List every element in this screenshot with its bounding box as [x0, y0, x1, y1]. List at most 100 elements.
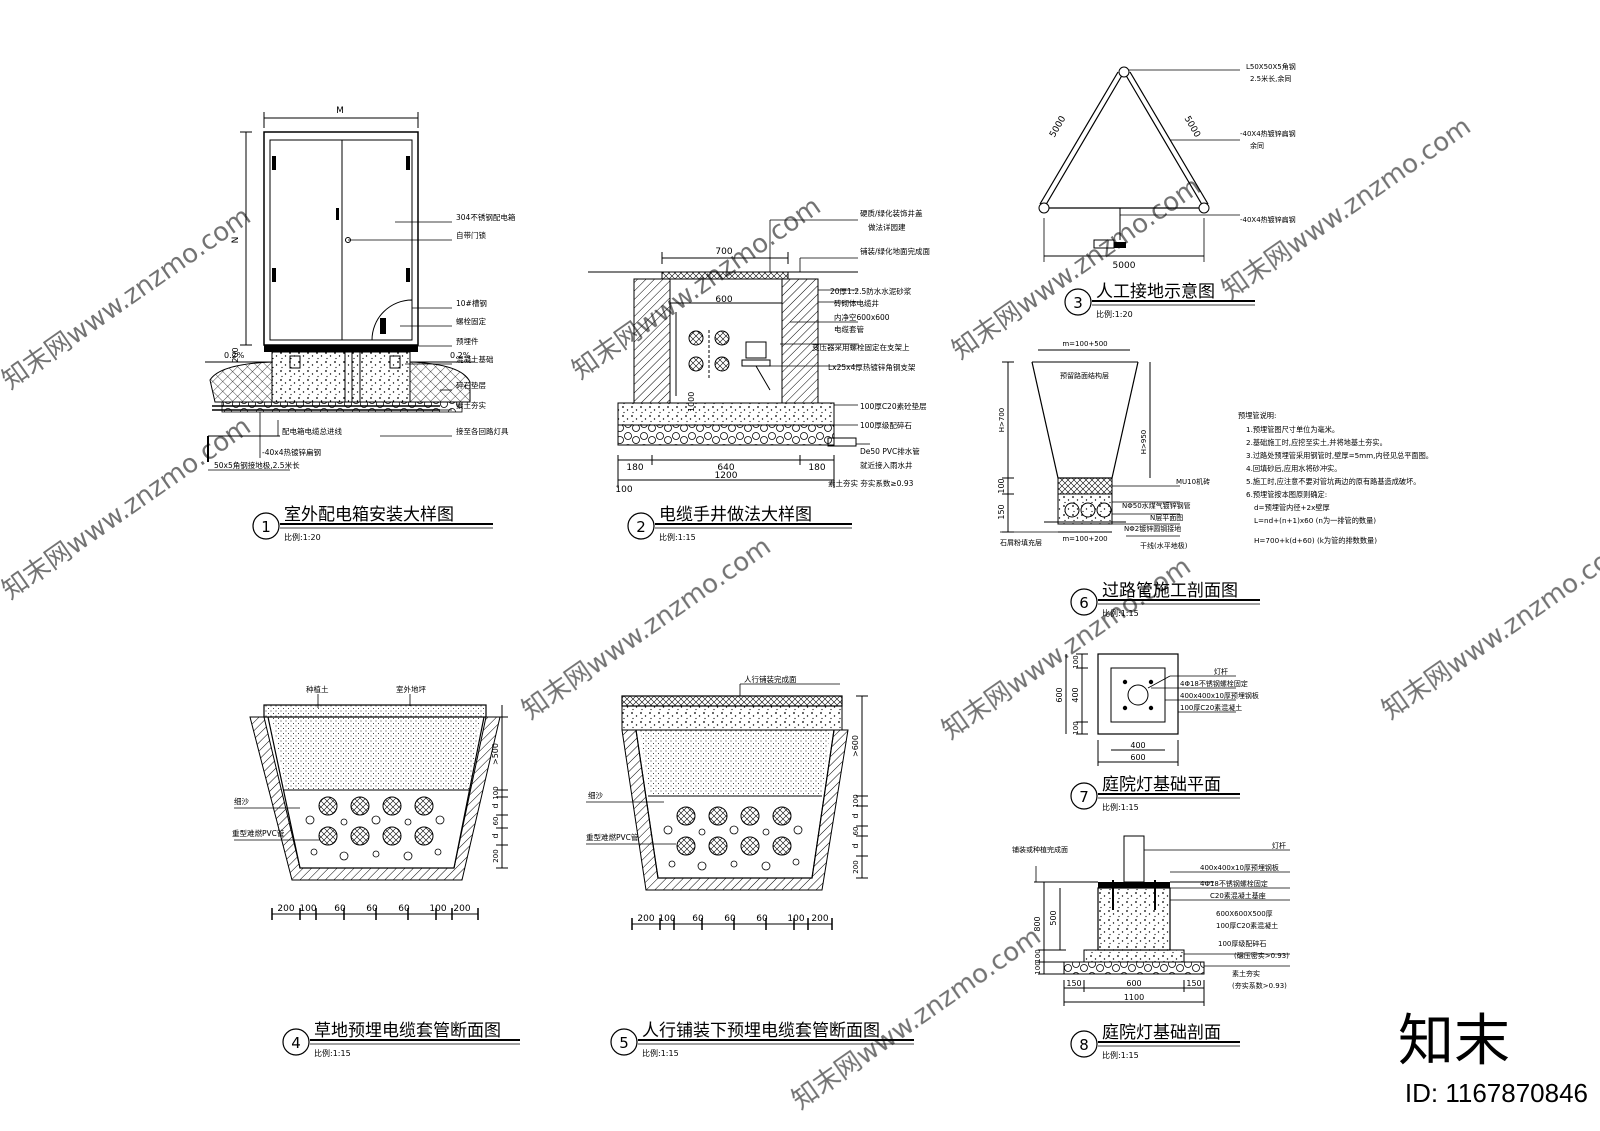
- d8-scale: 比例:1:15: [1102, 1050, 1139, 1060]
- d5-dimb-2: 100: [658, 914, 675, 924]
- d4-dimb-6: 100: [429, 904, 446, 914]
- d3-scale: 比例:1:20: [1096, 309, 1133, 319]
- d2-dim-600: 600: [715, 295, 732, 305]
- d5-label-1: 人行铺装完成面: [744, 674, 797, 684]
- d5-number: 5: [619, 1034, 629, 1052]
- watermark-id: ID: 1167870846: [1405, 1078, 1588, 1108]
- d8-label-6: 600X600X500厚: [1216, 910, 1273, 918]
- d8-label-9: (碾压密实>0.93): [1234, 951, 1289, 960]
- d2-label-12: De50 PVC排水管: [860, 446, 920, 456]
- d3-title: 人工接地示意图: [1096, 282, 1215, 302]
- d4-dimr-d2: d: [491, 833, 500, 838]
- d6-dim-100: 100: [997, 478, 1006, 493]
- d6-number: 6: [1079, 594, 1089, 612]
- drawing-7-lamp-plan: 100 400 100 600 400 600 灯杆 4Φ18不锈钢螺栓固定 4…: [1055, 653, 1259, 812]
- d8-title: 庭院灯基础剖面: [1102, 1023, 1221, 1043]
- d6-label-7: 石屑粉填充层: [1000, 538, 1042, 547]
- d3-label-4: 余同: [1250, 141, 1264, 150]
- d1-label-11: -40x4热镀锌扁钢: [262, 447, 321, 457]
- d7-label-1: 灯杆: [1214, 667, 1228, 676]
- d8-dim-600: 600: [1126, 979, 1141, 988]
- d5-dimb-6: 100: [787, 914, 804, 924]
- d8-label-3: 400x400x10厚预埋钢板: [1200, 863, 1279, 872]
- d4-dimr-d1: d: [491, 803, 500, 808]
- d6-label-3: NΦ50水煤气镀锌钢管: [1122, 501, 1191, 510]
- d3-label-1: L50X50X5角钢: [1246, 62, 1296, 71]
- d6-note-8: L=nd+(n+1)x60 (n为一排管的数量): [1254, 516, 1376, 525]
- d7-number-circle: [1070, 782, 1098, 810]
- d8-label-2: 灯杆: [1272, 841, 1286, 850]
- d3-dim-bottom: 5000: [1113, 261, 1136, 271]
- drawing-6-road-crossing: m=100+500 预留路面结构层 m=100+200 H>700 100 15…: [997, 340, 1433, 618]
- d2-scale: 比例:1:15: [659, 532, 696, 542]
- d2-label-11: 100厚级配碎石: [860, 420, 912, 430]
- d3-number: 3: [1073, 294, 1083, 312]
- d6-note-4: 4.回填砂后,应用水将砂冲实。: [1246, 464, 1341, 473]
- d8-dim-100b: 100: [1034, 961, 1042, 974]
- d2-label-7: 电缆套管: [834, 324, 864, 334]
- d5-label-3: 重型难燃PVC管: [586, 832, 639, 842]
- d5-dimr-200: 200: [852, 860, 860, 873]
- d2-dim-1000: 1000: [687, 392, 696, 412]
- d6-title: 过路管施工剖面图: [1102, 581, 1238, 601]
- watermark-logo: 知末: [1398, 1009, 1510, 1072]
- d2-dim-640: 640: [717, 463, 734, 473]
- d1-label-3: 10#槽钢: [456, 298, 487, 308]
- d1-number: 1: [261, 518, 271, 536]
- d8-label-10: 素土夯实: [1232, 969, 1260, 978]
- d1-dim-base: 200: [231, 347, 240, 362]
- d7-scale: 比例:1:15: [1102, 802, 1139, 812]
- d2-label-2: 做法详园建: [868, 222, 906, 232]
- d2-label-5: 砖砌体电缆井: [834, 298, 879, 308]
- d4-number-circle: [282, 1028, 310, 1056]
- d4-label-4: 重型难燃PVC管: [232, 828, 285, 838]
- d8-dim-100a: 100: [1034, 949, 1042, 962]
- d7-dim-400h: 400: [1130, 741, 1145, 750]
- d2-label-10: 100厚C20素砼垫层: [860, 401, 927, 411]
- d4-label-1: 种植土: [306, 684, 329, 694]
- drawing-2-cable-handwell: 700 600 1000 180 640 180 1200 10: [588, 208, 931, 542]
- d7-dim-600h: 600: [1130, 753, 1145, 762]
- d1-label-9: 接至各回路灯具: [456, 426, 509, 436]
- d8-label-8: 100厚级配碎石: [1218, 939, 1266, 948]
- d2-number: 2: [636, 518, 646, 536]
- d6-label-1: 预留路面结构层: [1060, 371, 1109, 380]
- d1-dim-width: M: [336, 106, 344, 116]
- d6-note-2: 2.基础施工时,应挖至实土,并将地基土夯实。: [1246, 438, 1387, 447]
- d5-label-2: 细沙: [588, 790, 603, 800]
- d5-scale: 比例:1:15: [642, 1048, 679, 1058]
- d6-dim-top: m=100+500: [1062, 340, 1107, 348]
- d6-note-6: 6.预埋管按本图原则确定:: [1246, 490, 1327, 499]
- d1-label-10: 配电箱电缆总进线: [282, 426, 342, 436]
- d6-scale: 比例:1:15: [1102, 608, 1139, 618]
- d4-dimr-200: 200: [492, 849, 500, 862]
- d5-dimr-600: >600: [851, 735, 860, 757]
- d2-label-8: 变压器采用螺栓固定在支架上: [812, 342, 910, 352]
- d6-note-3: 3.过路处预埋管采用钢管时,壁厚=5mm,内径见总平面图。: [1246, 451, 1433, 460]
- d6-dim-h950: H>950: [1140, 430, 1148, 455]
- d4-dimb-7: 200: [453, 904, 470, 914]
- d5-dimr-60: 60: [852, 827, 860, 836]
- d6-dim-h700: H>700: [998, 408, 1006, 433]
- d7-dim-400v: 400: [1071, 687, 1080, 702]
- watermark-text-9: 知末网www.znzmo.com: [1377, 531, 1600, 725]
- d2-title: 电缆手井做法大样图: [659, 505, 812, 525]
- d4-scale: 比例:1:15: [314, 1048, 351, 1058]
- d6-note-7: d=预埋管内径+2x壁厚: [1254, 503, 1330, 512]
- drawing-3-grounding: 5000 5000 5000 L50X50X5角钢 2.5米长,余同 -40X4…: [1038, 62, 1296, 319]
- d1-label-6: 混凝土基础: [456, 354, 494, 364]
- d6-label-2: MU10机砖: [1176, 477, 1210, 486]
- d6-label-4: N层平面图: [1150, 514, 1183, 522]
- d3-dim-right: 5000: [1182, 115, 1202, 140]
- d4-label-2: 室外地坪: [396, 684, 426, 694]
- d2-label-6: 内净空600x600: [834, 312, 890, 322]
- d8-dim-1100: 1100: [1124, 993, 1144, 1002]
- d4-dimb-2: 100: [299, 904, 316, 914]
- d5-dimr-100: 100: [852, 794, 860, 807]
- d4-dimb-1: 200: [277, 904, 294, 914]
- d8-label-4: 4Φ18不锈钢螺栓固定: [1200, 879, 1268, 888]
- drawing-8-lamp-section: 800 500 100 100 150 600 150 1100 铺装或种植完成…: [1012, 835, 1290, 1060]
- d2-number-circle: [627, 512, 655, 540]
- d1-slope-right: 0.2%: [450, 351, 471, 360]
- watermark-text-5: 知末网www.znzmo.com: [947, 171, 1207, 365]
